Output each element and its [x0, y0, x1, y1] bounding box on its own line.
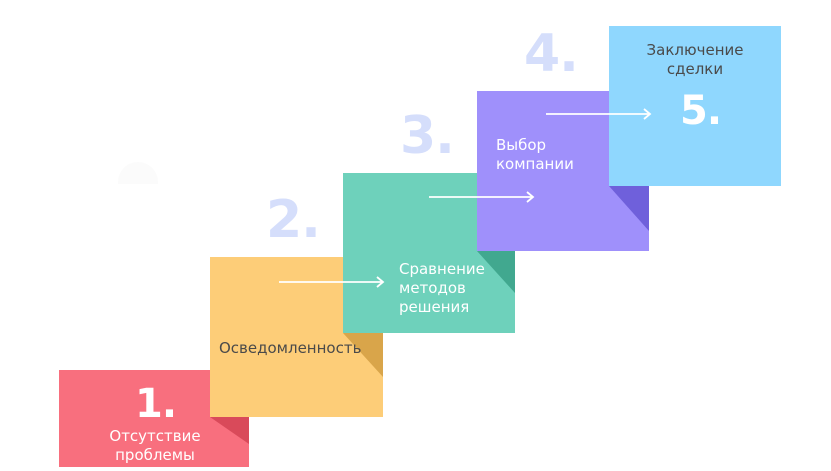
arrow-right-icon: [429, 191, 535, 203]
step-3-fold: [477, 251, 515, 293]
step-3-label-line1: Сравнение: [399, 260, 485, 278]
arrow-right-icon: [329, 275, 385, 287]
step-5-label-line1: Заключение: [646, 41, 744, 59]
step-2-label: Осведомленность: [219, 339, 362, 357]
arrow-right-icon: [279, 276, 385, 288]
step-4-label-line2: компании: [496, 155, 574, 173]
step-4-label-line1: Выбор: [496, 136, 547, 154]
step-2-fold: [343, 333, 383, 377]
step-1-fold: [210, 417, 249, 444]
step-4-fold: [609, 186, 649, 231]
step-5-label-line2: сделки: [666, 60, 724, 78]
step-1-label-line2: проблемы: [115, 446, 195, 464]
decorative-smudge: [118, 162, 158, 184]
step-1-number: 1.: [135, 381, 177, 427]
step-3-ghost-number: 3.: [400, 106, 455, 166]
step-3-label-line3: решения: [399, 298, 470, 316]
step-4-ghost-number: 4.: [524, 24, 579, 84]
step-3-label-line2: методов: [399, 279, 466, 297]
arrow-right-icon: [546, 108, 652, 120]
step-1-label-line1: Отсутствие: [109, 427, 201, 445]
step-5-box: [609, 26, 781, 186]
step-2-ghost-number: 2.: [266, 190, 321, 250]
step-5-number: 5.: [680, 88, 722, 134]
